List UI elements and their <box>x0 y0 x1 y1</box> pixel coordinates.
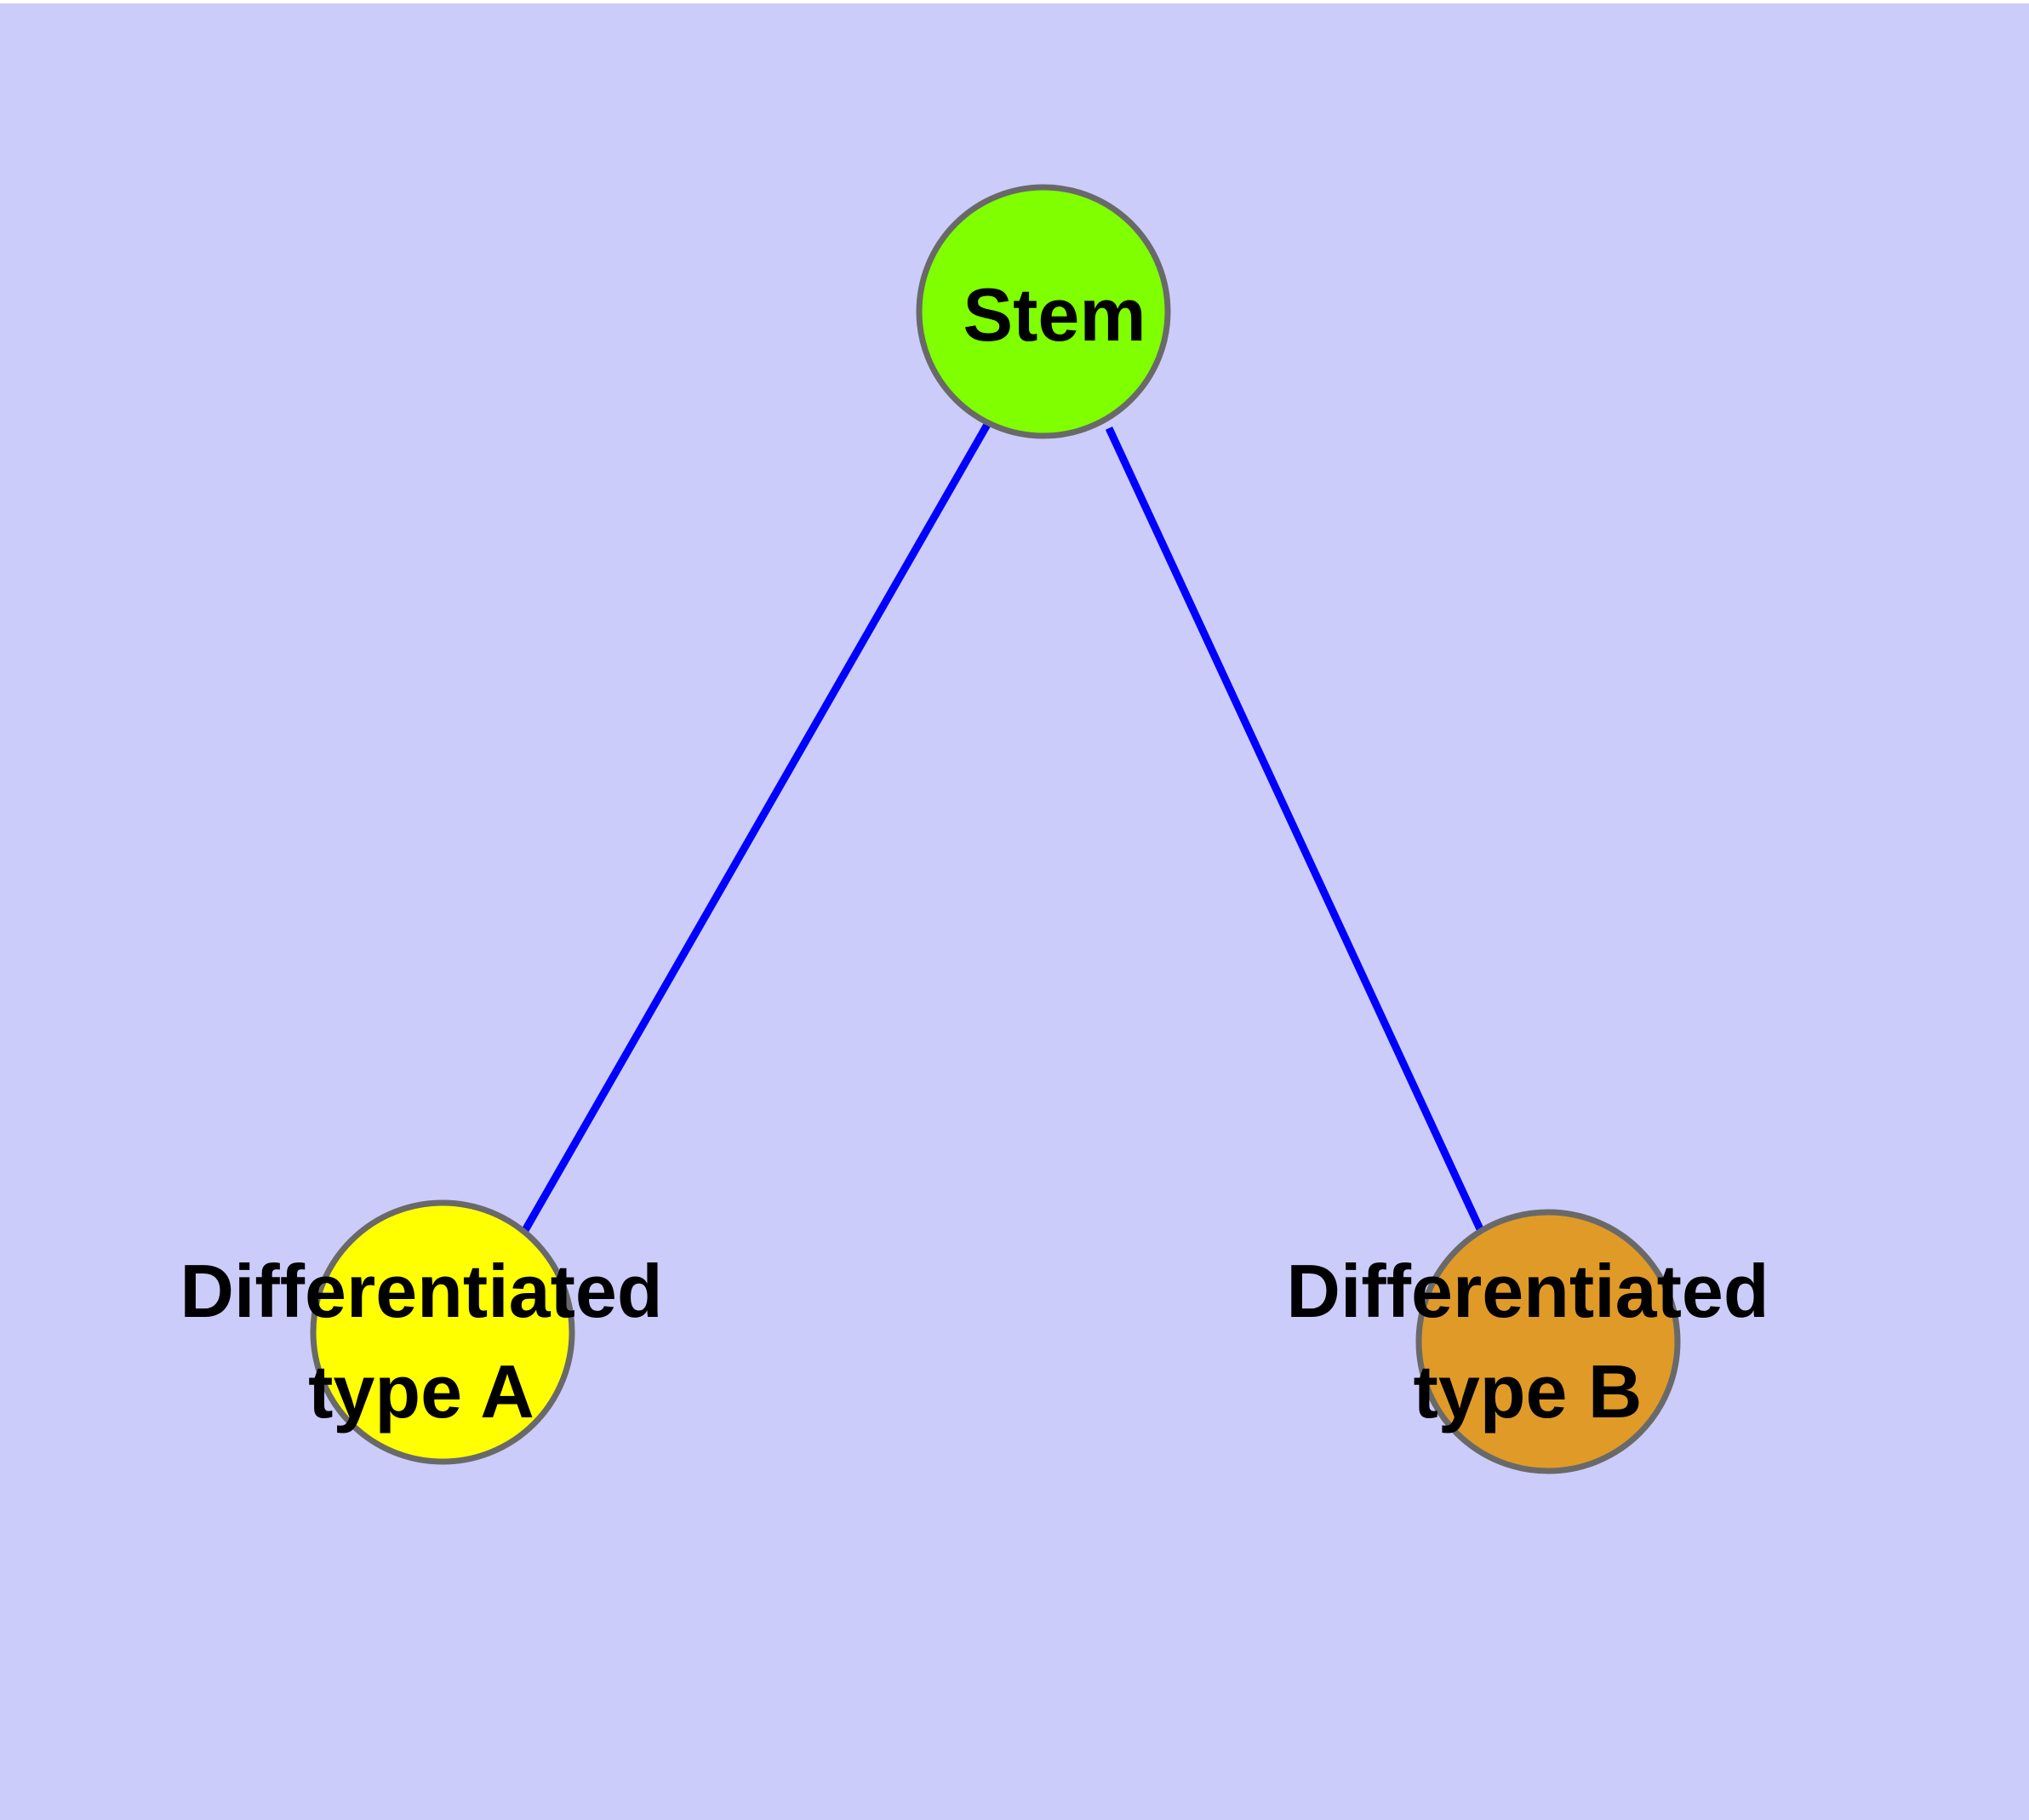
node-differentiated-type-b[interactable] <box>1415 1209 1681 1474</box>
node-layer <box>310 184 1681 1474</box>
edge-stem-to-diff-b[interactable] <box>1105 426 1485 1233</box>
node-stem-circle[interactable] <box>916 184 1171 439</box>
node-stem[interactable] <box>916 184 1171 439</box>
node-differentiated-type-a-circle[interactable] <box>310 1199 575 1465</box>
edge-layer <box>521 421 1485 1234</box>
edge-stem-to-diff-a[interactable] <box>521 421 992 1234</box>
node-differentiated-type-b-circle[interactable] <box>1415 1209 1681 1474</box>
node-stem-label: Stem <box>963 272 1146 357</box>
node-differentiated-type-a[interactable] <box>310 1199 575 1465</box>
